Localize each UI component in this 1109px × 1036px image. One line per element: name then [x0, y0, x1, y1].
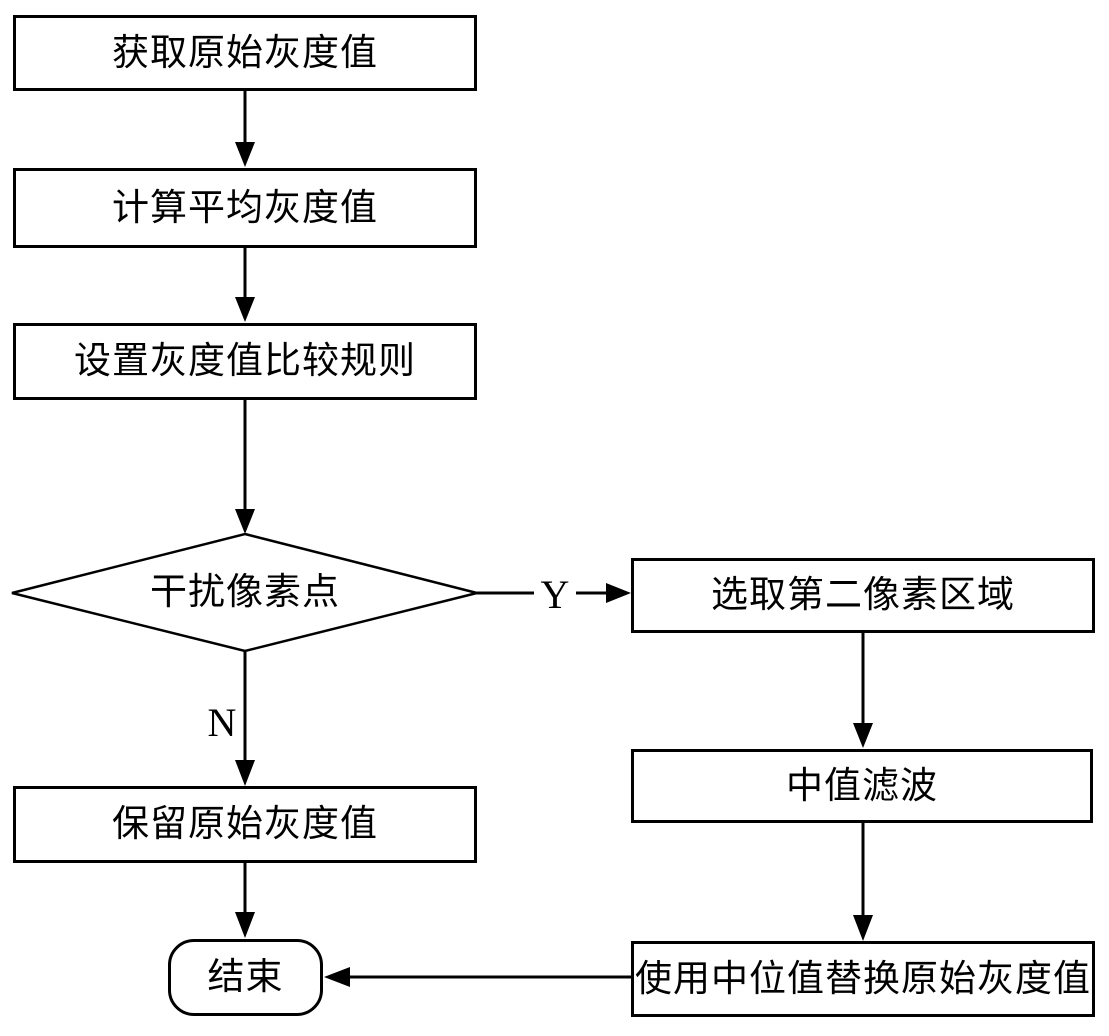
arrow-replace-to-end — [324, 967, 631, 987]
node-median-filter: 中值滤波 — [631, 749, 1093, 823]
node-interference-pixel-label: 干扰像素点 — [150, 572, 340, 613]
node-set-compare-rule: 设置灰度值比较规则 — [13, 323, 477, 400]
edge-label-yes: Y — [534, 575, 576, 615]
arrow-keep-to-end — [235, 863, 255, 938]
node-select-second-region: 选取第二像素区域 — [631, 558, 1095, 633]
arrow-calc-to-rule — [235, 248, 255, 322]
arrow-get-to-calc — [235, 91, 255, 167]
node-get-original-gray: 获取原始灰度值 — [13, 15, 477, 91]
edge-label-no: N — [207, 700, 237, 745]
node-replace-with-median: 使用中位值替换原始灰度值 — [631, 941, 1095, 1017]
arrow-rule-to-decision — [235, 400, 255, 534]
arrow-select-to-median — [853, 633, 873, 748]
arrow-median-to-replace — [853, 823, 873, 941]
node-keep-original-gray: 保留原始灰度值 — [13, 786, 477, 863]
node-calc-average-gray: 计算平均灰度值 — [13, 168, 477, 248]
node-end: 结束 — [168, 939, 323, 1016]
arrow-decision-no-to-keep — [235, 651, 255, 786]
